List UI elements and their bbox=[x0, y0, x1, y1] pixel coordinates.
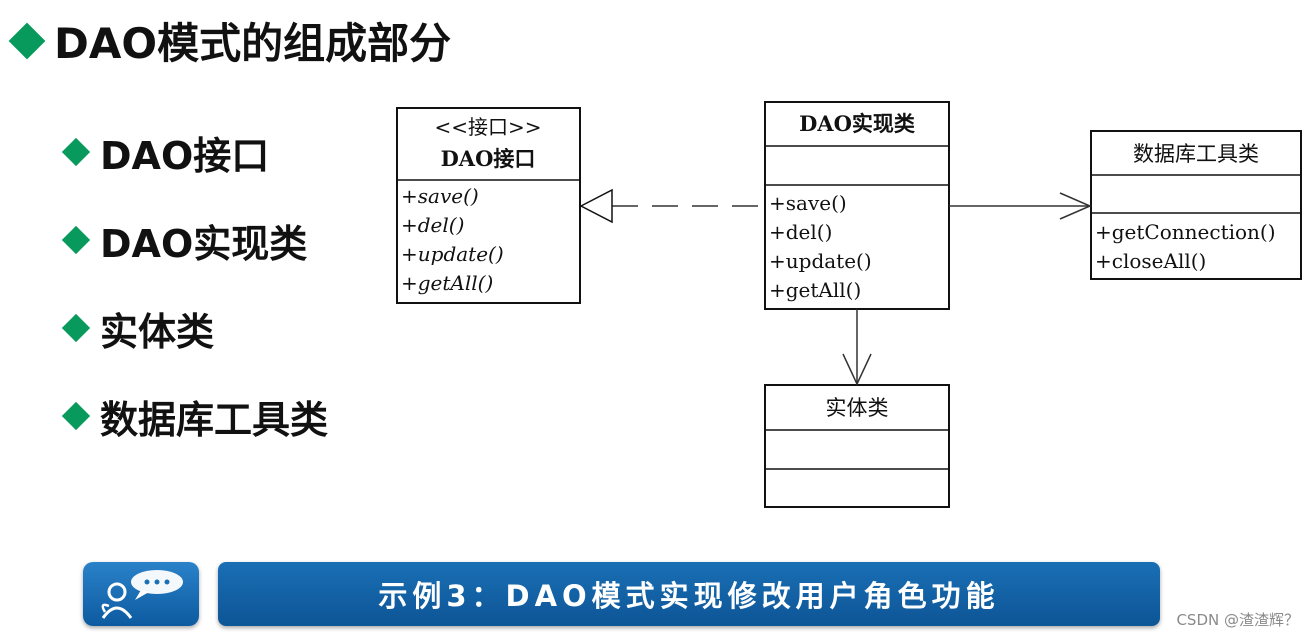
realization-arrow bbox=[579, 188, 765, 224]
interface-method: +update() bbox=[401, 242, 504, 266]
util-class-box: 数据库工具类 +getConnection() +closeAll() bbox=[1090, 130, 1302, 280]
interface-class-name: DAO接口 bbox=[441, 146, 536, 171]
interface-class-box: <<接口>> DAO接口 +save() +del() +update() +g… bbox=[396, 107, 581, 304]
entity-class-name: 实体类 bbox=[826, 396, 889, 420]
list-item-label: 实体类 bbox=[100, 309, 215, 354]
util-method: +closeAll() bbox=[1095, 249, 1206, 273]
impl-method: +getAll() bbox=[769, 278, 861, 302]
list-item: DAO实现类 bbox=[61, 196, 328, 284]
interface-method: +getAll() bbox=[401, 271, 493, 295]
chat-user-icon bbox=[83, 562, 199, 626]
page-title: DAO模式的组成部分 bbox=[8, 10, 451, 71]
list-item-label: DAO接口 bbox=[100, 133, 270, 178]
impl-method: +del() bbox=[769, 220, 832, 244]
watermark: CSDN @渣渣辉？ bbox=[1176, 611, 1299, 629]
list-item: DAO接口 bbox=[61, 108, 328, 196]
interface-stereotype: <<接口>> bbox=[434, 115, 541, 139]
impl-class-box: DAO实现类 +save() +del() +update() +getAll(… bbox=[764, 101, 950, 310]
component-list: DAO接口 DAO实现类 实体类 数据库工具类 bbox=[61, 108, 329, 460]
example-banner-text: 示例3：DAO模式实现修改用户角色功能 bbox=[378, 579, 1000, 613]
example-banner: 示例3：DAO模式实现修改用户角色功能 bbox=[218, 562, 1160, 626]
impl-method: +save() bbox=[769, 191, 847, 215]
dependency-arrow-util bbox=[949, 192, 1092, 220]
entity-class-box: 实体类 bbox=[764, 384, 950, 508]
interface-method: +del() bbox=[401, 213, 464, 237]
util-method: +getConnection() bbox=[1095, 220, 1276, 244]
page-title-text: DAO模式的组成部分 bbox=[54, 19, 452, 68]
list-item-label: DAO实现类 bbox=[100, 221, 308, 266]
list-item: 数据库工具类 bbox=[61, 372, 329, 460]
impl-method: +update() bbox=[769, 249, 872, 273]
uml-class-diagram: <<接口>> DAO接口 +save() +del() +update() +g… bbox=[396, 101, 1302, 508]
impl-class-name: DAO实现类 bbox=[799, 111, 916, 136]
dependency-arrow-entity bbox=[842, 309, 872, 386]
interface-method: +save() bbox=[401, 184, 479, 208]
util-class-name: 数据库工具类 bbox=[1133, 142, 1259, 166]
list-item-label: 数据库工具类 bbox=[100, 397, 329, 442]
list-item: 实体类 bbox=[61, 284, 328, 372]
